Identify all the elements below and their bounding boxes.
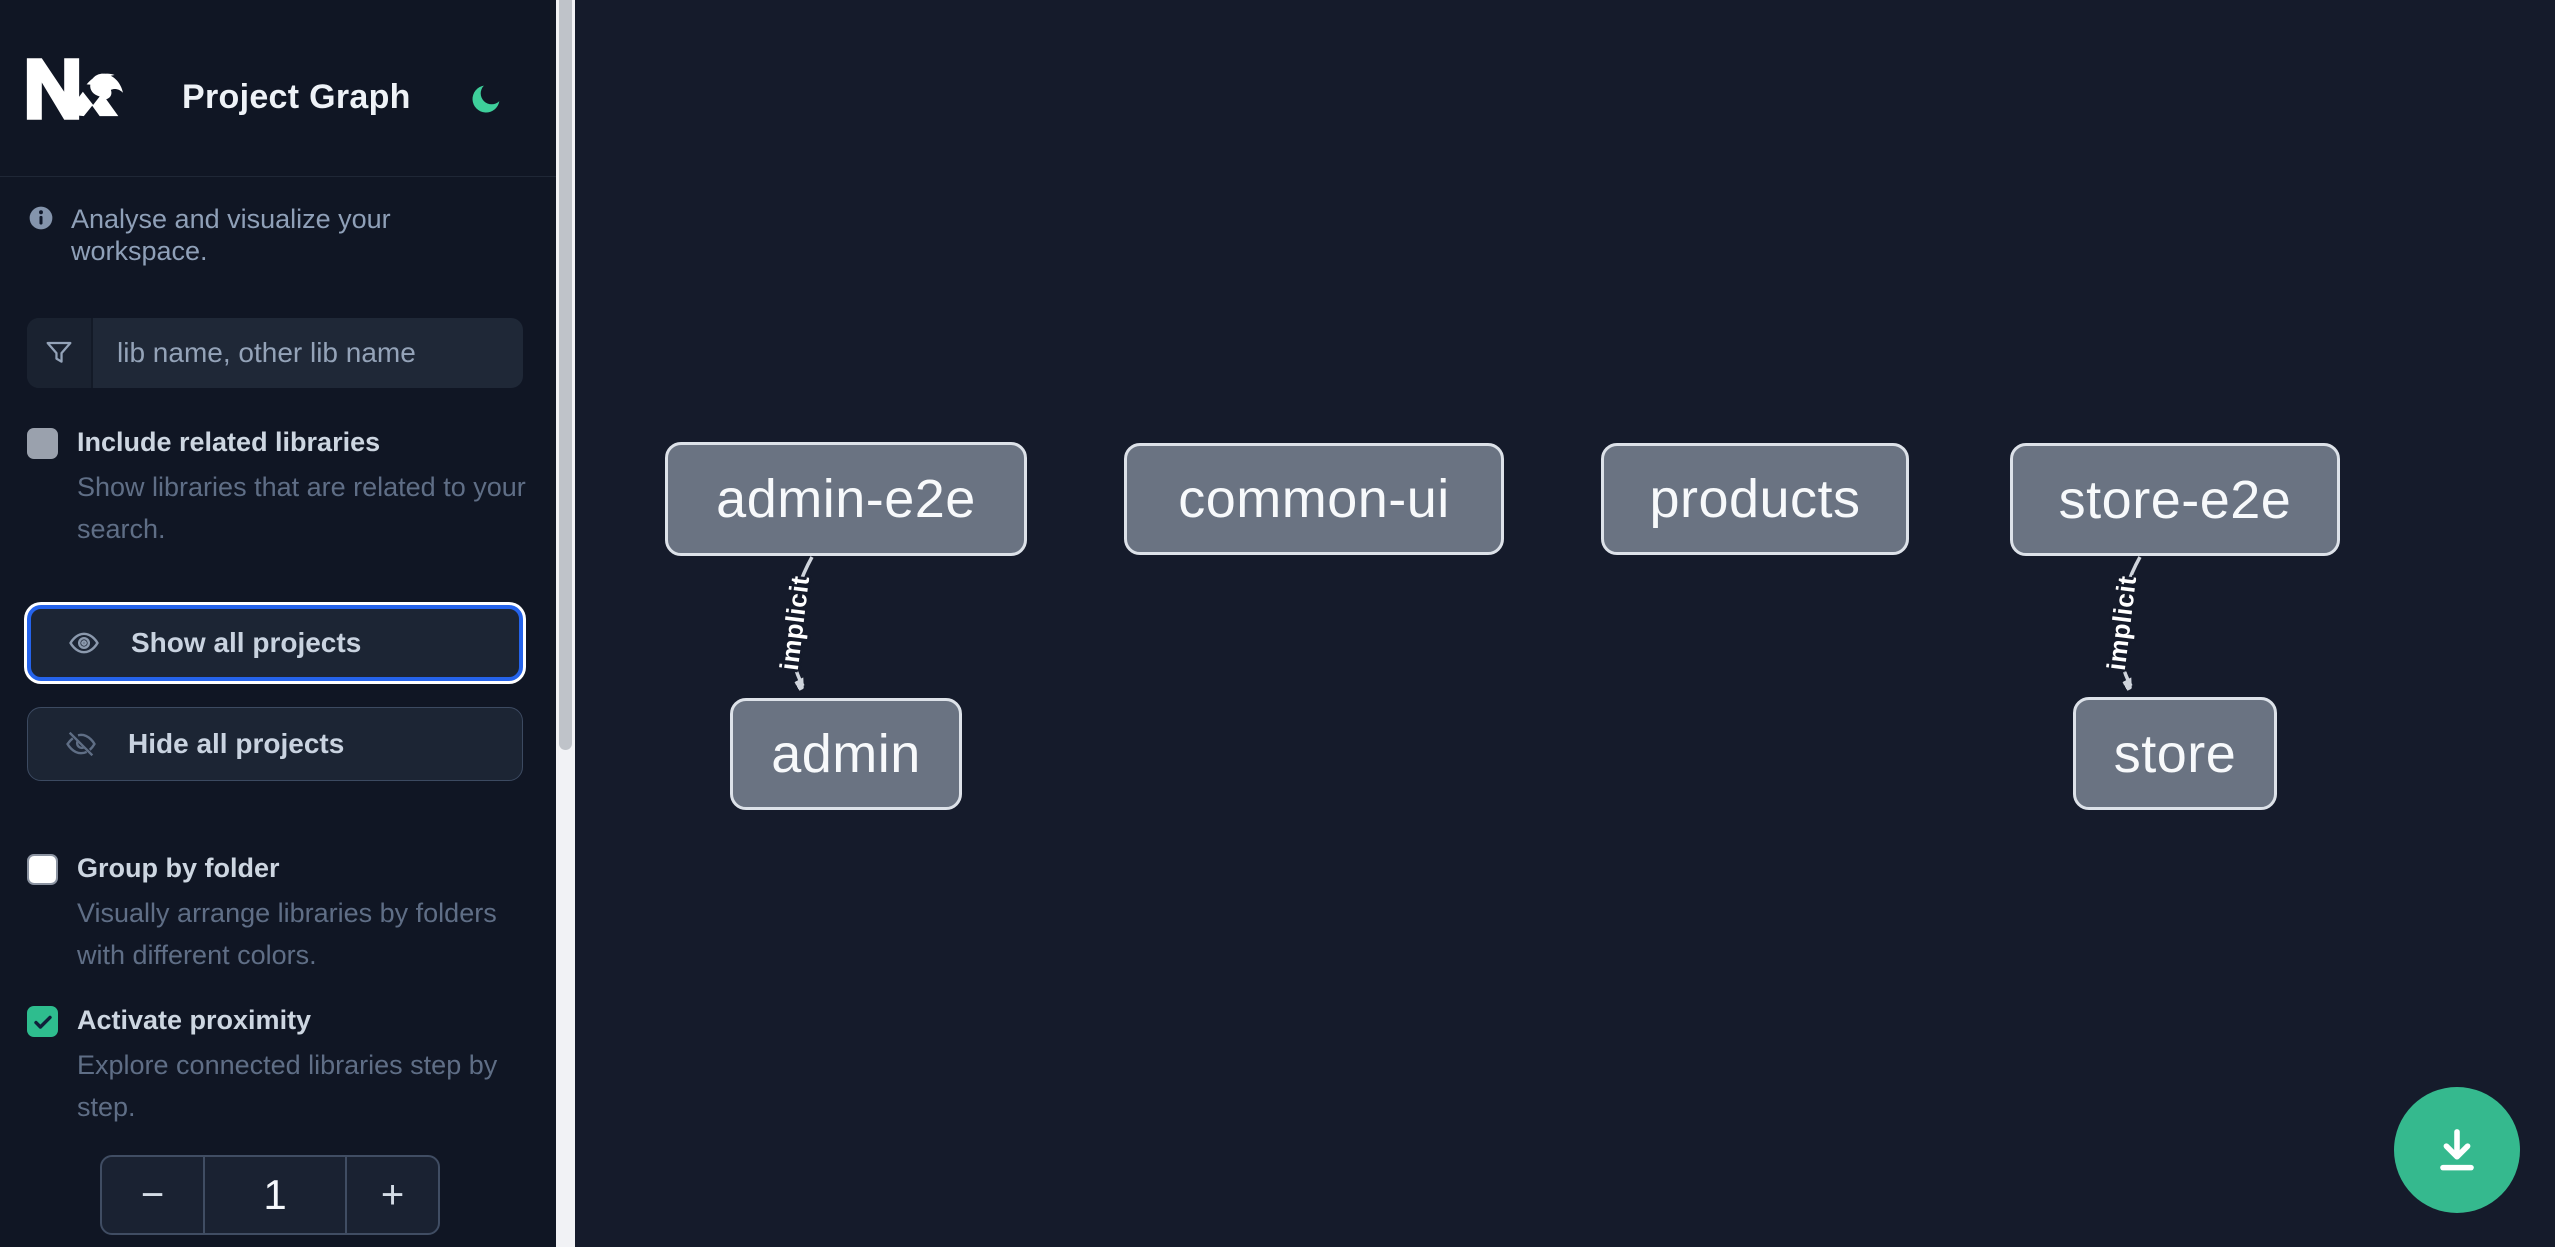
theme-toggle-button[interactable] [462, 78, 510, 122]
search-box [27, 318, 523, 388]
increment-button[interactable]: + [345, 1157, 438, 1233]
hide-all-projects-button[interactable]: Hide all projects [27, 707, 523, 781]
checkbox-group-by-folder[interactable] [27, 854, 58, 885]
option-description: Visually arrange libraries by folders wi… [77, 898, 497, 970]
option-include-related-libraries: Include related libraries Show libraries… [27, 425, 532, 550]
graph-edges [789, 556, 2142, 1247]
show-all-projects-button[interactable]: Show all projects [27, 605, 523, 681]
option-label: Group by folder [77, 853, 280, 883]
graph-node-common-ui[interactable]: common-ui [1124, 443, 1504, 555]
edge-store-e2e-to-store [2117, 556, 2142, 686]
page-title: Project Graph [182, 78, 411, 116]
sidebar-header: Project Graph [0, 0, 556, 177]
check-icon [33, 1015, 52, 1029]
edge-admin-e2e-to-admin [789, 556, 814, 686]
decrement-button[interactable]: − [102, 1157, 205, 1233]
info-icon [29, 206, 53, 230]
graph-node-products[interactable]: products [1601, 443, 1909, 555]
sidebar-scrollbar-track [556, 0, 575, 1247]
option-description: Explore connected libraries step by step… [77, 1050, 498, 1122]
search-input[interactable] [93, 318, 523, 388]
moon-icon [472, 85, 500, 112]
filter-icon-cell [27, 318, 93, 388]
option-activate-proximity: Activate proximity Explore connected lib… [27, 1003, 532, 1128]
option-label: Include related libraries [77, 427, 381, 457]
tagline-row: Analyse and visualize your workspace. [28, 203, 528, 267]
eye-off-icon [66, 731, 96, 757]
graph-canvas[interactable]: implicit implicit admin-e2e common-ui pr… [575, 0, 2555, 1247]
download-graph-button[interactable] [2394, 1087, 2520, 1213]
proximity-depth-stepper: − 1 + [100, 1155, 440, 1235]
option-label: Activate proximity [77, 1005, 312, 1035]
graph-node-store-e2e[interactable]: store-e2e [2010, 443, 2340, 556]
show-all-projects-label: Show all projects [131, 627, 362, 658]
option-group-by-folder: Group by folder Visually arrange librari… [27, 851, 532, 976]
sidebar: Project Graph Analyse and visualize your… [0, 0, 575, 1247]
download-icon [2440, 1129, 2474, 1171]
sidebar-scrollbar-thumb[interactable] [559, 0, 572, 750]
hide-all-projects-label: Hide all projects [128, 728, 345, 759]
option-description: Show libraries that are related to your … [77, 472, 526, 544]
nx-logo [26, 58, 123, 120]
checkbox-include-related-libraries[interactable] [27, 428, 58, 459]
filter-funnel-icon [46, 341, 72, 363]
graph-node-store[interactable]: store [2073, 697, 2277, 810]
graph-node-admin[interactable]: admin [730, 698, 962, 810]
eye-icon [69, 632, 99, 654]
proximity-depth-value: 1 [263, 1171, 287, 1218]
graph-node-admin-e2e[interactable]: admin-e2e [665, 442, 1027, 556]
checkbox-activate-proximity[interactable] [27, 1006, 58, 1037]
tagline-text: Analyse and visualize your workspace. [71, 204, 391, 266]
